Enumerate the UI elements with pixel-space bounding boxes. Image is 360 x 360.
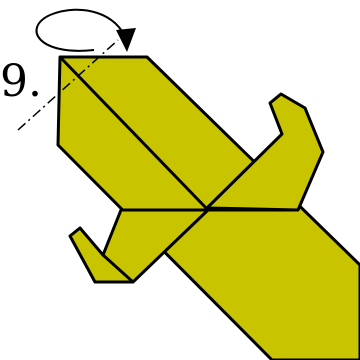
step-number-suffix: . [28,56,42,107]
arrowhead-icon [116,28,136,52]
step-number-digit: 9 [0,56,28,107]
step-number: 9. [0,56,36,108]
